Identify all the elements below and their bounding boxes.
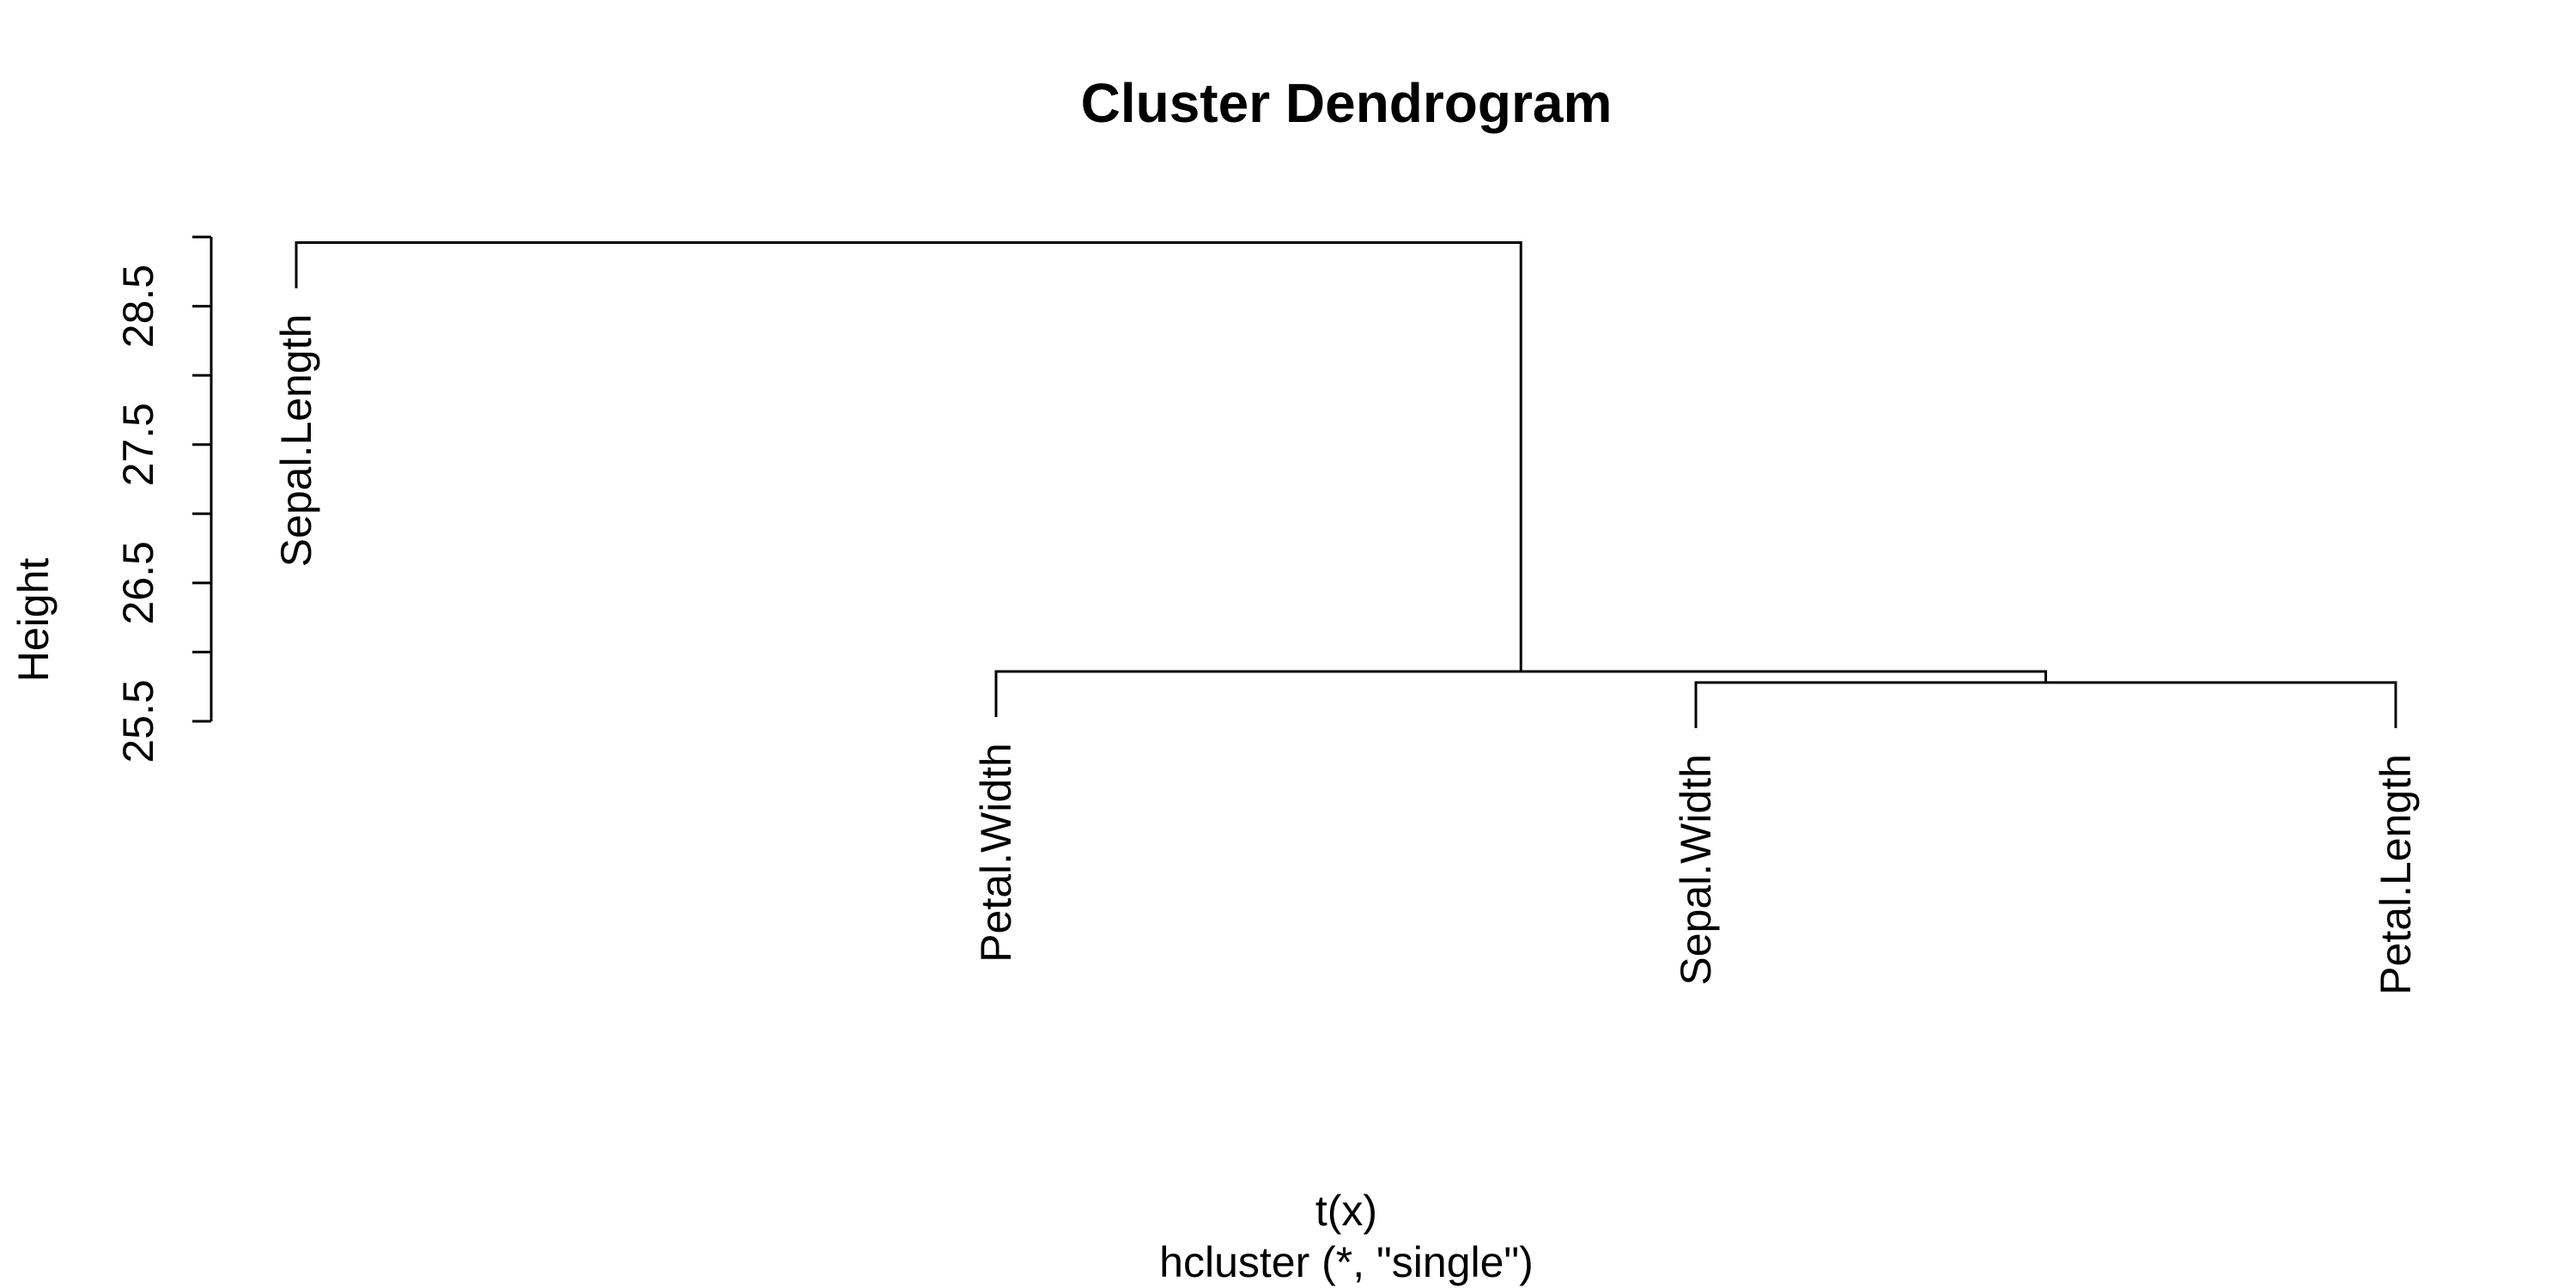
- merge-link-2: [994, 670, 2047, 718]
- x-axis-label: t(x): [1315, 1187, 1377, 1235]
- y-tick-label: 28.5: [114, 264, 162, 348]
- dendrogram-tree: [295, 240, 2397, 729]
- y-tick-label: 25.5: [114, 679, 162, 762]
- merge-link-1: [1694, 681, 2397, 729]
- leaf-label: Petal.Width: [972, 743, 1020, 963]
- chart-subtitle: hcluster (*, "single"): [1159, 1238, 1534, 1286]
- chart-title: Cluster Dendrogram: [1081, 72, 1613, 134]
- leaf-label: Petal.Length: [2372, 754, 2420, 995]
- y-tick-label: 27.5: [114, 403, 162, 486]
- leaf-label: Sepal.Width: [1672, 754, 1720, 986]
- merge-link-3: [295, 240, 1522, 671]
- leaf-label: Sepal.Length: [272, 314, 320, 568]
- y-tick-label: 26.5: [114, 541, 162, 624]
- y-axis-label: Height: [9, 558, 58, 683]
- y-axis: 25.5 26.5 27.5 28.5: [114, 235, 213, 763]
